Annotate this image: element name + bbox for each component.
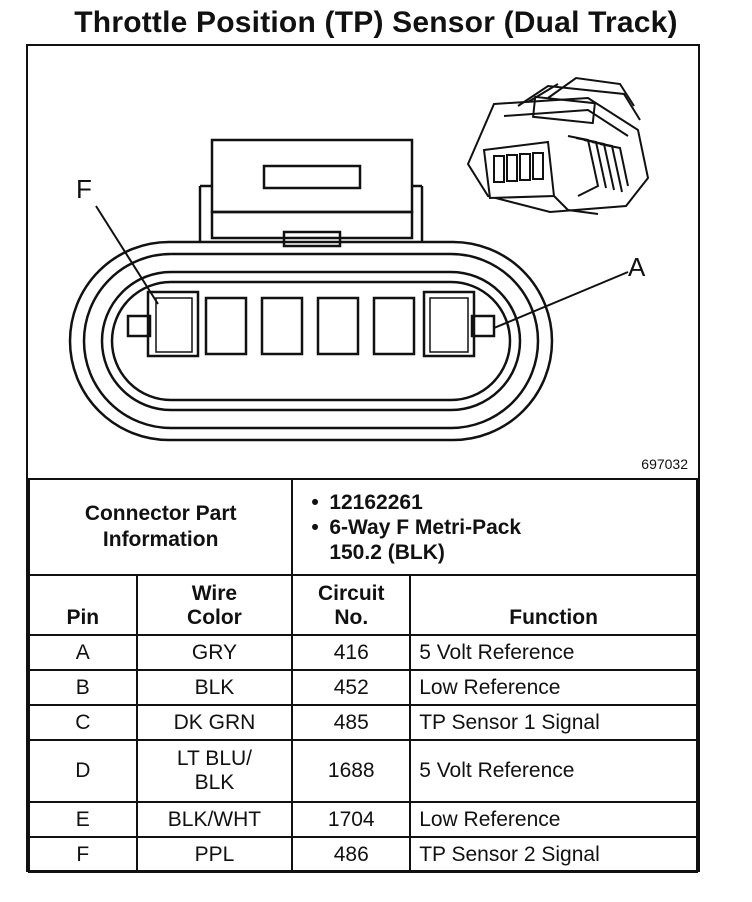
circuit-cell: 1704 [291,801,412,838]
figure-number: 697032 [641,456,688,472]
connector-table: Connector Part Information •12162261 •6-… [27,478,698,873]
header-pin: Pin [28,574,138,636]
table-header-row: Pin Wire Color Circuit No. Function [28,574,698,636]
connector-type-continued: 150.2 (BLK) [329,540,445,564]
connector-figure: F A 697032 [28,46,698,478]
circuit-cell: 1688 [291,739,412,803]
pin-cell: D [28,739,138,803]
wire-color-cell: PPL [135,836,294,873]
circuit-cell: 416 [291,634,412,671]
pin-a-callout: A [628,252,646,282]
function-cell: Low Reference [409,669,698,706]
header-circuit-no: Circuit No. [291,574,412,636]
pin-f-callout: F [76,174,92,204]
pin-cell: B [28,669,138,706]
circuit-cell: 485 [291,704,412,741]
connector-type: •6-Way F Metri-Pack [311,515,522,539]
circuit-cell: 486 [291,836,412,873]
part-number: •12162261 [311,490,423,514]
pin-cell: C [28,704,138,741]
wire-color-cell: LT BLU/ BLK [135,739,294,803]
pin-cell: F [28,836,138,873]
pin-cell: E [28,801,138,838]
wire-color-cell: BLK [135,669,294,706]
function-cell: 5 Volt Reference [409,634,698,671]
header-wire-color: Wire Color [135,574,294,636]
header-function: Function [409,574,698,636]
table-row: E BLK/WHT 1704 Low Reference [28,801,698,838]
table-row: C DK GRN 485 TP Sensor 1 Signal [28,704,698,741]
function-cell: TP Sensor 2 Signal [409,836,698,873]
table-row: B BLK 452 Low Reference [28,669,698,706]
circuit-cell: 452 [291,669,412,706]
page-title: Throttle Position (TP) Sensor (Dual Trac… [74,6,678,39]
pin-cell: A [28,634,138,671]
function-cell: TP Sensor 1 Signal [409,704,698,741]
table-row: F PPL 486 TP Sensor 2 Signal [28,836,698,873]
connector-info-label: Connector Part Information [27,478,294,576]
connector-info-values: •12162261 •6-Way F Metri-Pack 150.2 (BLK… [291,478,698,576]
table-row: A GRY 416 5 Volt Reference [28,634,698,671]
wire-color-cell: DK GRN [135,704,294,741]
connector-info-row: Connector Part Information •12162261 •6-… [27,478,698,576]
wire-color-cell: GRY [135,634,294,671]
connector-drawing [68,76,650,442]
function-cell: Low Reference [409,801,698,838]
function-cell: 5 Volt Reference [409,739,698,803]
wire-color-cell: BLK/WHT [135,801,294,838]
document-frame: F A 697032 Connector Part Information •1… [26,44,700,873]
table-row: D LT BLU/ BLK 1688 5 Volt Reference [28,739,698,803]
